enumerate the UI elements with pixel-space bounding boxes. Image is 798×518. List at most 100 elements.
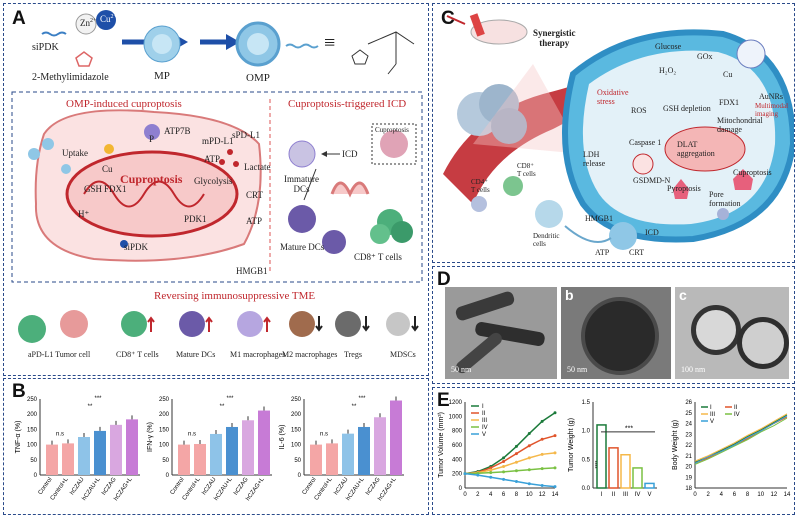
x-tick-label: Control: [38, 477, 54, 496]
y-axis-label: Tumor Volume (mm³): [438, 412, 445, 478]
x-tick-label: 2: [476, 492, 480, 498]
significance-label: **: [220, 404, 225, 410]
x-tick-label: hCZAG: [365, 476, 382, 496]
x-tick-label: 0: [463, 492, 467, 498]
mpdl1-label: mPD-L1: [202, 136, 234, 146]
data-point: [476, 473, 480, 477]
legend-label: II: [734, 405, 738, 411]
tem-image-shell: c 100 nm: [675, 287, 789, 379]
bar: [110, 424, 122, 475]
bar: [78, 437, 90, 475]
x-tick-label: 8: [515, 492, 519, 498]
y-tick-label: 25: [685, 411, 692, 417]
oxidative-stress-label: Oxidative stress: [597, 88, 629, 106]
series-line: [464, 467, 556, 475]
bar: [608, 447, 619, 489]
significance-label: ***: [94, 396, 102, 402]
icd-cuproptosis-label: Cuproptosis: [375, 126, 409, 134]
y-tick-label: 250: [291, 397, 302, 403]
y-tick-label: 150: [159, 427, 170, 433]
legend-label: IV: [482, 425, 488, 431]
tme-item: M1 macrophages: [230, 350, 286, 359]
x-tick-label: 6: [502, 492, 506, 498]
series-line: [464, 412, 556, 475]
panel-a: A: [3, 3, 429, 376]
data-point: [540, 483, 544, 487]
y-tick-label: 24: [685, 422, 692, 428]
equiv-symbol: ≡: [324, 32, 336, 54]
multimodal-imaging-label: Multimodal imaging: [755, 102, 789, 118]
crt-label: CRT: [629, 248, 645, 257]
ros-label: ROS: [631, 106, 647, 115]
x-tick-label: Control: [170, 477, 186, 496]
data-point: [514, 460, 518, 464]
y-axis-label: TNF-α (%): [15, 421, 22, 454]
icd-title: Cuproptosis-triggered ICD: [288, 98, 407, 110]
data-point: [489, 471, 493, 475]
significance-label: n.s: [56, 431, 64, 437]
legend-label: V: [710, 419, 714, 425]
data-point: [502, 477, 506, 481]
bar: [94, 430, 106, 475]
omp-label: OMP: [246, 72, 270, 84]
gox-label: GOx: [697, 52, 713, 61]
bar: [326, 443, 338, 475]
mito-damage-label: Mitochondrial damage: [717, 116, 763, 134]
bar: [194, 443, 206, 475]
fdx1-label: FDX1: [719, 98, 740, 107]
tme-item: aPD-L1 Tumor cell: [28, 350, 91, 359]
bar: [242, 420, 254, 475]
data-point: [514, 480, 518, 484]
data-point: [502, 465, 506, 468]
glucose-label: Glucose: [655, 42, 682, 51]
scale-bar: 50 nm: [567, 365, 588, 374]
bar: [390, 400, 402, 475]
y-tick-label: 22: [685, 443, 692, 449]
y-tick-label: 21: [685, 454, 692, 460]
legend-label: II: [482, 411, 486, 417]
y-tick-label: 200: [27, 412, 38, 418]
y-tick-label: 1200: [449, 400, 463, 406]
data-point: [540, 467, 544, 471]
panel-d: D 50 nm b 50 nm c 100 nm: [432, 266, 795, 384]
x-tick-label: Control: [302, 477, 318, 496]
data-point: [540, 419, 544, 423]
y-tick-label: 23: [685, 432, 692, 438]
data-point: [527, 482, 531, 486]
legend-label: I: [710, 405, 712, 411]
data-point: [489, 466, 493, 470]
significance-label: ***: [226, 396, 234, 402]
data-point: [527, 468, 531, 472]
data-point: [514, 444, 518, 448]
uptake-label: Uptake: [62, 148, 88, 158]
sipdk-label: siPDK: [32, 42, 59, 53]
tme-item: MDSCs: [390, 350, 416, 359]
caspase-label: Caspase 1: [629, 138, 662, 147]
ldh-label: LDH release: [583, 150, 606, 168]
data-point: [527, 444, 531, 448]
y-tick-label: 150: [291, 427, 302, 433]
series-line: [464, 452, 556, 475]
cuproptosis-title: OMP-induced cuproptosis: [66, 98, 182, 110]
bar: [210, 433, 222, 475]
significance-label: n.s: [320, 431, 328, 437]
panel-label: C: [441, 8, 455, 29]
series-line: [464, 472, 556, 488]
atp-label: ATP: [595, 248, 610, 257]
y-tick-label: 800: [452, 429, 463, 435]
x-tick-label: 4: [720, 492, 724, 498]
data-point: [502, 456, 506, 460]
tem-image-core: b 50 nm: [561, 287, 671, 379]
x-tick-label: 2: [706, 492, 710, 498]
x-tick-label: 10: [757, 492, 764, 498]
tme-item: Tregs: [344, 350, 362, 359]
bar: [258, 410, 270, 475]
data-point: [553, 411, 557, 415]
y-tick-label: 0: [166, 473, 170, 479]
y-tick-label: 250: [159, 397, 170, 403]
tme-item: M2 macrophages: [282, 350, 338, 359]
y-tick-label: 26: [685, 400, 692, 406]
y-tick-label: 0.0: [582, 486, 591, 492]
